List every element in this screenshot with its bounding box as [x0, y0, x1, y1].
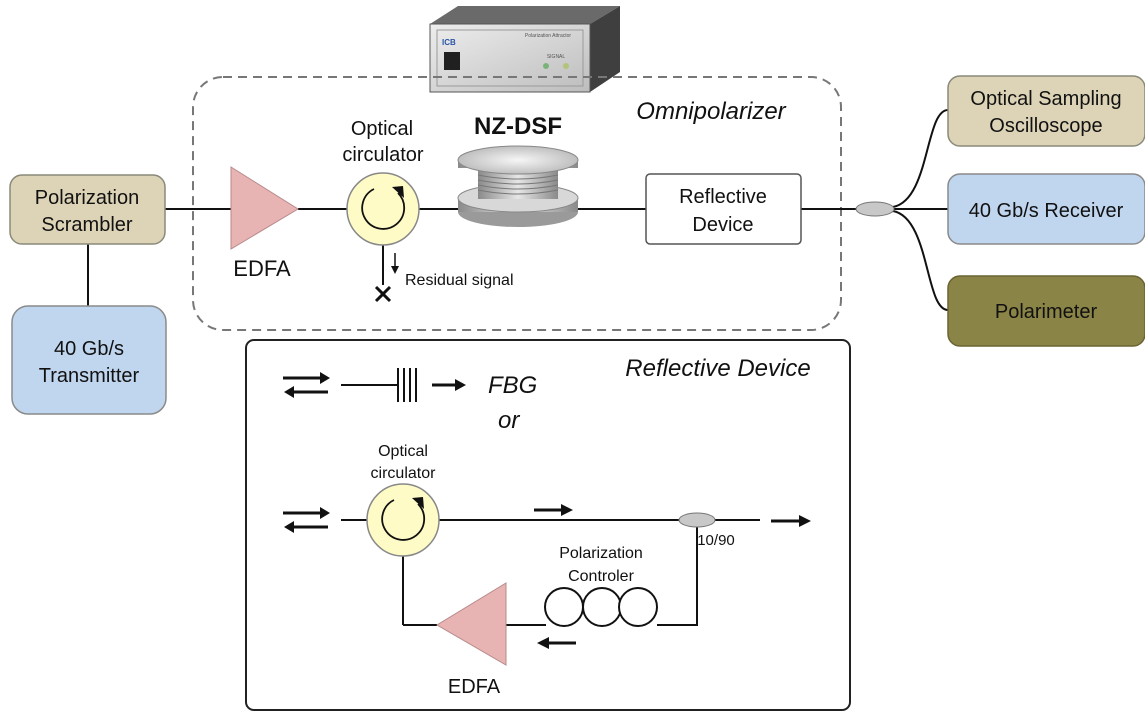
circulator-arrowhead-icon: [392, 186, 404, 198]
inset-circulator-arrow-icon: [381, 499, 426, 541]
fiber-spool: [457, 145, 579, 227]
return-arrow-icon: [537, 637, 576, 649]
coupler-10-90: [678, 512, 716, 528]
scrambler-label-line1: Polarization: [35, 187, 140, 209]
residual-signal-label: Residual signal: [405, 272, 514, 289]
inset-circulator-arrowhead-icon: [412, 497, 424, 509]
inset-title: Reflective Device: [625, 355, 810, 382]
inset-circulator-label-line2: circulator: [371, 465, 437, 482]
device-signal-label: SIGNAL: [547, 54, 566, 60]
indicator-led: [543, 63, 549, 69]
receiver-label: 40 Gb/s Receiver: [969, 200, 1124, 222]
polarimeter-label: Polarimeter: [995, 301, 1098, 323]
device-brand: ICB: [442, 38, 456, 47]
optical-circulator: [346, 172, 420, 246]
fbg-grating-icon: [397, 368, 417, 402]
circulator-arrow-icon: [361, 188, 406, 230]
transmitter-box: [11, 305, 167, 415]
transmitter-label-line2: Transmitter: [39, 365, 140, 387]
inset-optical-circulator: [366, 483, 440, 557]
or-label: or: [498, 407, 520, 434]
oscilloscope-label-line2: Oscilloscope: [989, 115, 1102, 137]
reflective-device-label-line1: Reflective: [679, 186, 767, 208]
loop-fiber: [341, 519, 760, 626]
indicator-led: [563, 63, 569, 69]
residual-arrowhead-icon: [391, 266, 399, 274]
coupler-ratio-label: 10/90: [697, 532, 735, 549]
oscilloscope-box: [947, 75, 1145, 147]
omnipolarizer-boundary: [192, 76, 842, 331]
termination-x-icon: [374, 285, 392, 303]
polarization-controller-loops-icon: [544, 587, 658, 627]
receiver-box: [947, 173, 1145, 245]
scrambler-label-line2: Scrambler: [41, 214, 132, 236]
main-fiber: [87, 109, 949, 311]
inset-edfa-label: EDFA: [448, 676, 501, 698]
oscilloscope-label-line1: Optical Sampling: [970, 88, 1121, 110]
reflective-device-inset: [245, 339, 851, 711]
circulator-label-line1: Optical: [351, 118, 413, 140]
omnipolarizer-label: Omnipolarizer: [636, 98, 786, 125]
edfa-amplifier: [230, 166, 299, 250]
bidirectional-arrows-icon: [283, 372, 330, 398]
polarization-scrambler-box: [9, 174, 166, 245]
output-arrow-icon: [771, 515, 811, 527]
fbg-label: FBG: [488, 372, 537, 399]
output-coupler: [855, 201, 895, 217]
reflective-device-label-line2: Device: [692, 214, 753, 236]
fbg-output-arrow-icon: [432, 379, 466, 391]
polarization-controller-label-line1: Polarization: [559, 545, 643, 562]
device-model: Polarization Attractor: [525, 33, 571, 39]
polarimeter-box: [947, 275, 1145, 347]
inset-edfa-amplifier: [436, 582, 507, 666]
circulator-label-line2: circulator: [342, 144, 423, 166]
bidirectional-arrows-icon: [283, 507, 330, 533]
polarization-controller-label-line2: Controler: [568, 568, 634, 585]
polarization-attractor-device: ICB Polarization Attractor SIGNAL: [429, 6, 620, 93]
inset-circulator-label-line1: Optical: [378, 443, 428, 460]
edfa-label: EDFA: [233, 256, 291, 281]
nzdsf-label: NZ-DSF: [474, 113, 562, 140]
transmitter-label-line1: 40 Gb/s: [54, 338, 124, 360]
reflective-device-box: [645, 173, 802, 245]
forward-arrow-icon: [534, 504, 573, 516]
